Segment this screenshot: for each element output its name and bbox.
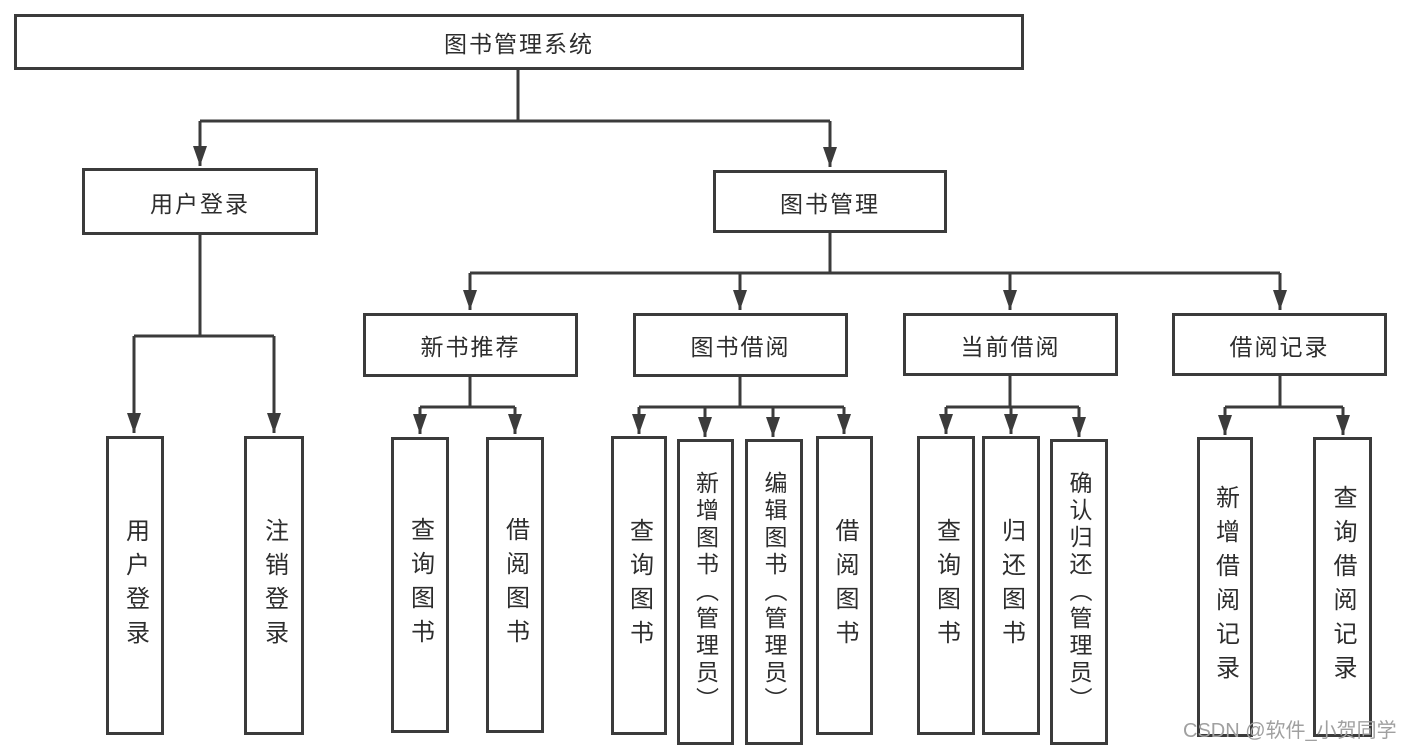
leaf-label: 归还图书 [997, 517, 1025, 654]
node-borrow-records: 借阅记录 [1172, 313, 1387, 376]
leaf-edit-book-admin: 编辑图书（管理员） [745, 439, 803, 745]
leaf-label: 编辑图书（管理员） [761, 470, 787, 714]
node-label: 图书管理系统 [444, 31, 594, 57]
leaf-logout: 注销登录 [244, 436, 304, 735]
leaf-add-borrow-record: 新增借阅记录 [1197, 437, 1253, 737]
leaf-label: 查询借阅记录 [1329, 485, 1356, 689]
leaf-query-books-current: 查询图书 [917, 436, 975, 735]
node-label: 当前借阅 [960, 333, 1061, 360]
leaf-label: 借阅图书 [831, 517, 858, 654]
node-library-management-system: 图书管理系统 [14, 14, 1024, 70]
node-book-management: 图书管理 [713, 170, 947, 233]
leaf-label: 查询图书 [625, 517, 653, 654]
node-label: 图书管理 [780, 190, 880, 217]
node-user-login: 用户登录 [82, 168, 318, 235]
leaf-label: 查询图书 [932, 517, 960, 654]
leaf-label: 查询图书 [406, 517, 434, 653]
leaf-label: 确认归还（管理员） [1066, 470, 1092, 714]
node-new-book-recommend: 新书推荐 [363, 313, 578, 377]
leaf-return-book: 归还图书 [982, 436, 1040, 735]
leaf-label: 注销登录 [260, 517, 288, 654]
leaf-label: 新增借阅记录 [1211, 485, 1239, 689]
leaf-query-books-recommend: 查询图书 [391, 437, 449, 733]
leaf-borrow-books-borrow: 借阅图书 [816, 436, 873, 735]
node-current-borrow: 当前借阅 [903, 313, 1118, 376]
node-label: 用户登录 [150, 190, 250, 217]
leaf-user-login: 用户登录 [106, 436, 164, 735]
leaf-borrow-books-recommend: 借阅图书 [486, 437, 544, 733]
node-book-borrow: 图书借阅 [633, 313, 848, 377]
node-label: 图书借阅 [690, 334, 791, 360]
leaf-confirm-return-admin: 确认归还（管理员） [1050, 439, 1108, 745]
leaf-query-borrow-record: 查询借阅记录 [1313, 437, 1372, 737]
leaf-label: 新增图书（管理员） [692, 470, 719, 714]
node-label: 新书推荐 [420, 334, 521, 360]
leaf-query-books-borrow: 查询图书 [611, 436, 667, 735]
leaf-label: 用户登录 [121, 517, 149, 654]
leaf-add-book-admin: 新增图书（管理员） [677, 439, 734, 745]
node-label: 借阅记录 [1229, 333, 1330, 360]
leaf-label: 借阅图书 [501, 517, 529, 653]
watermark-text: CSDN @软件_小贺同学 [1183, 720, 1397, 742]
